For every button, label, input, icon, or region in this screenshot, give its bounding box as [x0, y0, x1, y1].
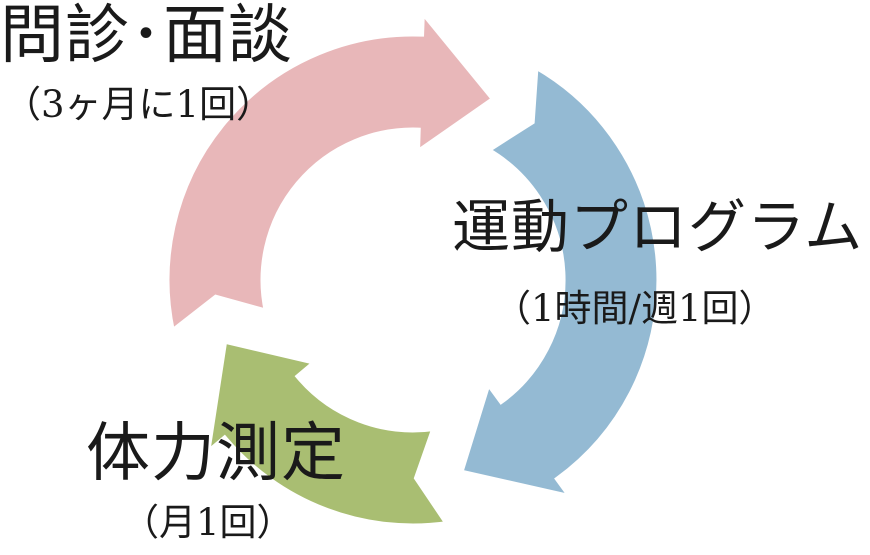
- stage-exercise-program-title: 運動プログラム: [452, 193, 864, 261]
- arrow-fitness-test: [204, 338, 452, 529]
- stage-exercise-program-frequency: （1時間/週1回）: [494, 287, 776, 330]
- arrow-exercise-program: [457, 62, 662, 501]
- stage-fitness-test-frequency: （月1回）: [122, 501, 294, 544]
- stage-interview-title: 問診･面談: [0, 0, 293, 73]
- stage-fitness-test-title: 体力測定: [86, 417, 346, 491]
- arrow-interview: [164, 5, 498, 336]
- stage-interview-frequency: （3ヶ月に1回）: [4, 83, 274, 126]
